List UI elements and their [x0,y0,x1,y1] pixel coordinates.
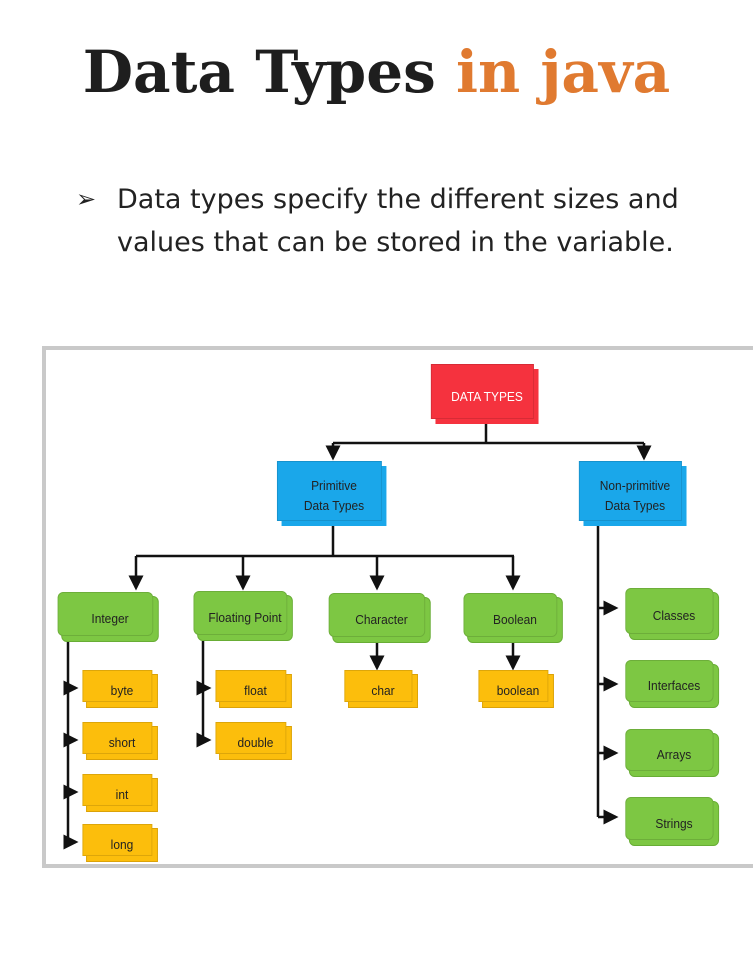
bullet-arrow-icon: ➢ [76,185,97,213]
title-main: Data Types [82,38,436,106]
node-double: double [215,722,292,760]
node-primitive: Primitive Data Types [276,461,387,526]
node-classes: Classes [625,588,720,640]
node-character: Character [328,593,431,643]
node-arrays: Arrays [625,729,720,777]
node-boolean-type: boolean [478,670,554,708]
node-floating-point: Floating Point [193,591,293,641]
node-char: char [344,670,418,708]
node-strings: Strings [625,797,720,846]
node-interfaces: Interfaces [625,660,720,708]
node-non-primitive: Non-primitive Data Types [578,461,687,526]
node-boolean: Boolean [463,593,563,643]
node-data-types: DATA TYPES [430,364,539,424]
node-byte: byte [82,670,158,708]
node-long: long [82,824,158,862]
bullet-text: Data types specify the different sizes a… [117,184,679,258]
bullet-point: ➢ Data types specify the different sizes… [76,178,696,264]
title-accent: in java [456,38,671,106]
node-int: int [82,774,158,812]
diagram-frame [42,346,753,868]
node-short: short [82,722,158,760]
slide-title: Data Types in java [0,38,753,106]
node-float: float [215,670,292,708]
node-integer: Integer [57,592,159,642]
